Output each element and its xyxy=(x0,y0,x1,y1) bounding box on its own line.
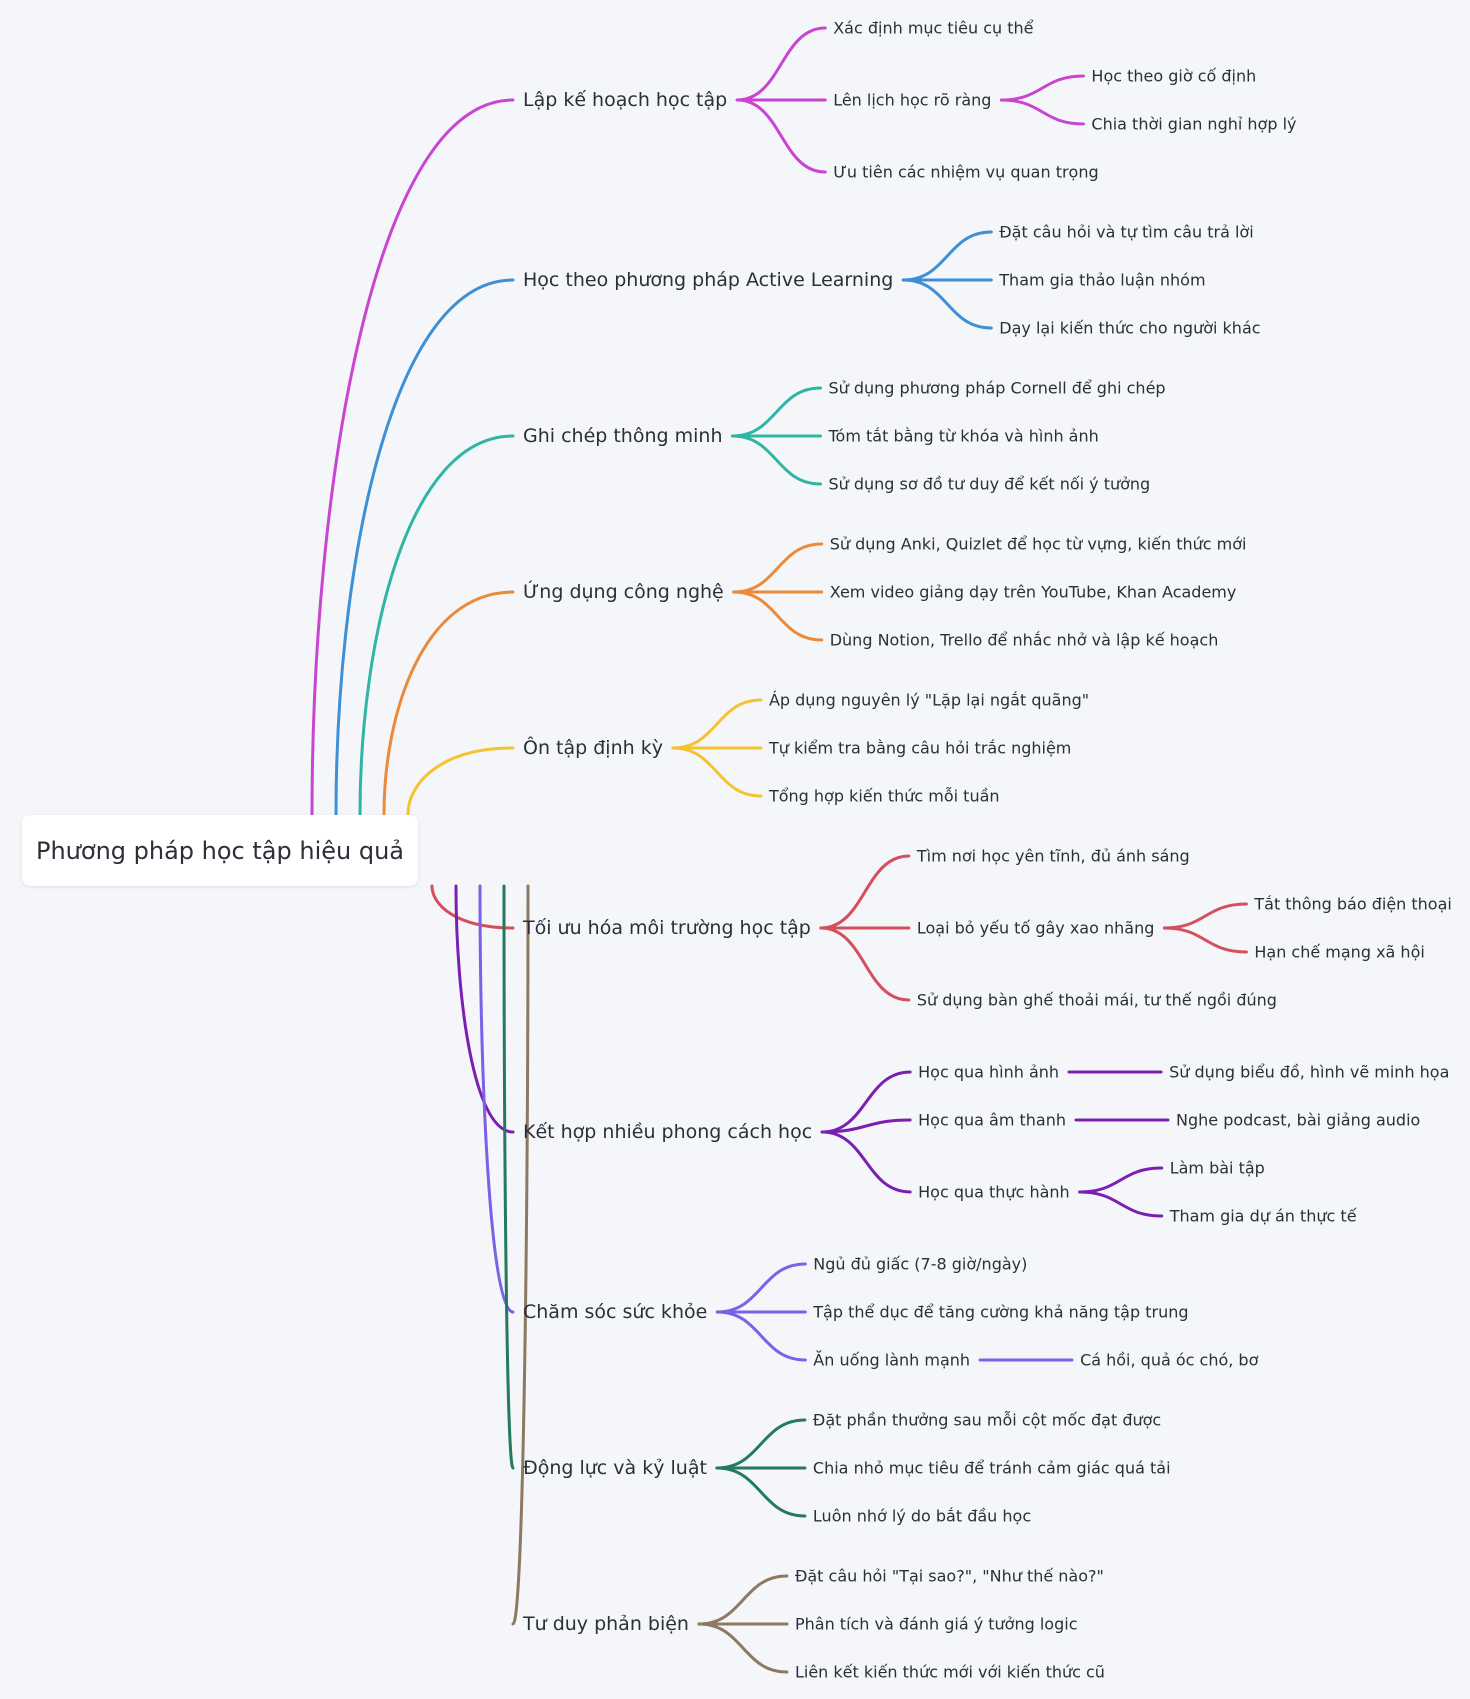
branch-7-item-2-sub-1[interactable]: Nghe podcast, bài giảng audio xyxy=(1176,1111,1420,1130)
branch-line-1 xyxy=(310,98,515,816)
branch-label-1[interactable]: Lập kế hoạch học tập xyxy=(523,89,727,111)
branch-7-item-3-link-2 xyxy=(1078,1190,1164,1218)
branch-8-item-1[interactable]: Ngủ đủ giấc (7-8 giờ/ngày) xyxy=(813,1255,1027,1274)
branch-9-item-3[interactable]: Luôn nhớ lý do bắt đầu học xyxy=(813,1507,1031,1526)
branch-line-6 xyxy=(430,884,515,930)
branch-2-link-1 xyxy=(901,230,993,282)
branch-2-link-3 xyxy=(901,278,993,330)
branch-label-2[interactable]: Học theo phương pháp Active Learning xyxy=(523,269,893,291)
branch-line-10 xyxy=(511,884,530,1626)
branch-4-item-2[interactable]: Xem video giảng dạy trên YouTube, Khan A… xyxy=(830,583,1237,602)
branch-label-6[interactable]: Tối ưu hóa môi trường học tập xyxy=(522,917,811,939)
branch-1-link-1 xyxy=(735,26,827,102)
branch-1-item-1[interactable]: Xác định mục tiêu cụ thể xyxy=(833,19,1033,38)
branch-7-item-3-sub-2[interactable]: Tham gia dự án thực tế xyxy=(1169,1207,1357,1226)
branch-6-item-2-sub-2[interactable]: Hạn chế mạng xã hội xyxy=(1254,943,1424,962)
branch-1-item-3[interactable]: Ưu tiên các nhiệm vụ quan trọng xyxy=(833,163,1098,182)
branch-label-5[interactable]: Ôn tập định kỳ xyxy=(523,735,663,759)
branch-3-item-2[interactable]: Tóm tắt bằng từ khóa và hình ảnh xyxy=(827,427,1098,446)
branch-6-item-2-sub-1[interactable]: Tắt thông báo điện thoại xyxy=(1253,895,1451,914)
branch-8-link-1 xyxy=(715,1262,807,1314)
branch-9-link-3 xyxy=(715,1466,807,1518)
branch-6-item-2-link-2 xyxy=(1162,926,1248,954)
branch-line-3 xyxy=(358,434,515,816)
branch-label-3[interactable]: Ghi chép thông minh xyxy=(523,425,723,447)
branch-7-link-2 xyxy=(820,1118,912,1134)
root-node[interactable]: Phương pháp học tập hiệu quả xyxy=(22,815,418,886)
branch-7-item-3-sub-1[interactable]: Làm bài tập xyxy=(1170,1159,1265,1178)
branch-7-item-2[interactable]: Học qua âm thanh xyxy=(918,1111,1066,1130)
branch-5-item-2[interactable]: Tự kiểm tra bằng câu hỏi trắc nghiệm xyxy=(768,739,1071,758)
branch-7-link-3 xyxy=(820,1130,912,1194)
branch-10-link-1 xyxy=(697,1574,789,1626)
branch-3-link-3 xyxy=(730,434,822,486)
root-node-label: Phương pháp học tập hiệu quả xyxy=(35,836,404,865)
branch-7-link-1 xyxy=(820,1070,912,1134)
branch-1-item-2-link-1 xyxy=(999,74,1085,102)
branch-4-link-3 xyxy=(732,590,824,642)
branch-line-4 xyxy=(382,590,515,816)
branch-1-item-2-link-2 xyxy=(999,98,1085,126)
branch-10-item-3[interactable]: Liên kết kiến thức mới với kiến thức cũ xyxy=(795,1663,1105,1682)
branch-6-item-2-link-1 xyxy=(1162,902,1248,930)
branch-5-item-3[interactable]: Tổng hợp kiến thức mỗi tuần xyxy=(768,787,1000,806)
branch-9-item-1[interactable]: Đặt phần thưởng sau mỗi cột mốc đạt được xyxy=(813,1411,1161,1430)
branch-2-item-3[interactable]: Dạy lại kiến thức cho người khác xyxy=(999,319,1260,338)
branch-8-link-3 xyxy=(715,1310,807,1362)
branch-line-5 xyxy=(406,746,515,816)
branch-7-item-3-link-1 xyxy=(1078,1166,1164,1194)
branch-3-item-1[interactable]: Sử dụng phương pháp Cornell để ghi chép xyxy=(828,379,1165,398)
branch-6-item-3[interactable]: Sử dụng bàn ghế thoải mái, tư thế ngồi đ… xyxy=(917,991,1277,1010)
connector-lines xyxy=(310,26,1248,1674)
branch-8-item-2[interactable]: Tập thể dục để tăng cường khả năng tập t… xyxy=(812,1303,1188,1322)
branch-line-2 xyxy=(334,278,515,816)
branch-label-9[interactable]: Động lực và kỷ luật xyxy=(523,1457,707,1479)
node-labels: Lập kế hoạch học tập Xác định mục tiêu cụ… xyxy=(522,19,1452,1682)
branch-8-item-3-sub-1[interactable]: Cá hồi, quả óc chó, bơ xyxy=(1080,1351,1259,1370)
branch-6-link-1 xyxy=(819,854,911,930)
branch-6-item-2[interactable]: Loại bỏ yếu tố gây xao nhãng xyxy=(917,919,1155,938)
branch-9-item-2[interactable]: Chia nhỏ mục tiêu để tránh cảm giác quá … xyxy=(813,1459,1171,1478)
branch-label-7[interactable]: Kết hợp nhiều phong cách học xyxy=(523,1121,812,1143)
branch-1-item-2[interactable]: Lên lịch học rõ ràng xyxy=(833,91,991,110)
branch-1-item-2-sub-1[interactable]: Học theo giờ cố định xyxy=(1091,67,1256,86)
branch-label-10[interactable]: Tư duy phản biện xyxy=(522,1613,689,1635)
branch-line-9 xyxy=(502,884,515,1470)
branch-line-8 xyxy=(478,884,515,1314)
branch-4-item-1[interactable]: Sử dụng Anki, Quizlet để học từ vựng, ki… xyxy=(830,535,1247,554)
branch-7-item-3[interactable]: Học qua thực hành xyxy=(918,1183,1070,1202)
branch-2-item-2[interactable]: Tham gia thảo luận nhóm xyxy=(998,271,1205,290)
branch-6-item-1[interactable]: Tìm nơi học yên tĩnh, đủ ánh sáng xyxy=(916,847,1190,866)
branch-10-item-1[interactable]: Đặt câu hỏi "Tại sao?", "Như thế nào?" xyxy=(795,1567,1104,1586)
branch-4-item-3[interactable]: Dùng Notion, Trello để nhắc nhở và lập k… xyxy=(830,631,1219,650)
branch-10-link-3 xyxy=(697,1622,789,1674)
branch-6-link-3 xyxy=(819,926,911,1002)
branch-10-item-2[interactable]: Phân tích và đánh giá ý tưởng logic xyxy=(795,1615,1078,1634)
branch-3-item-3[interactable]: Sử dụng sơ đồ tư duy để kết nối ý tưởng xyxy=(828,475,1150,494)
branch-2-item-1[interactable]: Đặt câu hỏi và tự tìm câu trả lời xyxy=(999,223,1253,242)
branch-3-link-1 xyxy=(730,386,822,438)
branch-5-link-3 xyxy=(671,746,763,798)
branch-1-link-3 xyxy=(735,98,827,174)
branch-5-item-1[interactable]: Áp dụng nguyên lý "Lặp lại ngắt quãng" xyxy=(769,691,1089,710)
branch-4-link-1 xyxy=(732,542,824,594)
branch-line-7 xyxy=(454,884,515,1134)
branch-8-item-3[interactable]: Ăn uống lành mạnh xyxy=(813,1351,970,1370)
branch-label-4[interactable]: Ứng dụng công nghệ xyxy=(523,579,724,603)
branch-5-link-1 xyxy=(671,698,763,750)
branch-1-item-2-sub-2[interactable]: Chia thời gian nghỉ hợp lý xyxy=(1091,115,1296,134)
branch-7-item-1[interactable]: Học qua hình ảnh xyxy=(918,1063,1059,1082)
branch-label-8[interactable]: Chăm sóc sức khỏe xyxy=(523,1301,707,1323)
branch-9-link-1 xyxy=(715,1418,807,1470)
branch-7-item-1-sub-1[interactable]: Sử dụng biểu đồ, hình vẽ minh họa xyxy=(1169,1063,1449,1082)
